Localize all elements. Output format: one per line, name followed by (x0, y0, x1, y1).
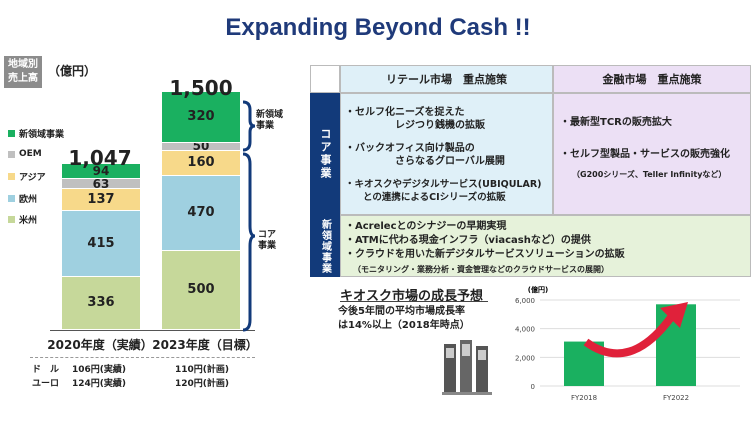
retail-item-3: ・キオスクやデジタルサービス(UBIQULAR) との連携によるCIシリーズの拡販 (345, 178, 542, 204)
kiosk-screen (462, 344, 470, 356)
bar-segment: 50 (162, 139, 240, 153)
header-retail: リテール市場 重点施策 (340, 65, 553, 93)
legend-label: 欧州 (19, 195, 38, 205)
kiosk-x-tick: FY2022 (663, 394, 689, 402)
brace-label-core: コア事業 (258, 230, 276, 252)
new-item-3: ・クラウドを用いた新デジタルサービスソリューションの拡販 (345, 249, 625, 260)
legend-new: 新領域事業 (8, 127, 64, 140)
row-new-label: 新領域事業 (310, 215, 340, 277)
fx-euro-2020: 124円(実績) (72, 379, 127, 389)
retail-item-1: ・セルフ化ニーズを捉えたレジつり銭機の拡販 (345, 106, 485, 132)
finance-item-2: ・セルフ型製品・サービスの販売強化 (560, 149, 730, 160)
new-item-2: ・ATMに代わる現金インフラ（viacashなど）の提供 (345, 235, 591, 246)
unit-label: （億円） (48, 64, 97, 78)
header-finance: 金融市場 重点施策 (553, 65, 751, 93)
finance-cell: ・最新型TCRの販売拡大 ・セルフ型製品・サービスの販売強化 （G200シリーズ… (553, 93, 751, 215)
kiosk-title: キオスク市場の成長予想 (340, 289, 484, 304)
badge-line-2: 売上高 (8, 73, 38, 84)
bar-segment: 63 (62, 177, 140, 191)
new-business-cell: ・Acrelecとのシナジーの早期実現 ・ATMに代わる現金インフラ（viaca… (340, 215, 751, 277)
strategy-table: リテール市場 重点施策 金融市場 重点施策 コア事業 ・セルフ化ニーズを捉えたレ… (310, 65, 751, 277)
kiosk-description: 今後5年間の平均市場成長率は14%以上（2018年時点） (338, 305, 470, 333)
kiosk-title-underline (340, 301, 488, 302)
kiosk-screen (446, 348, 454, 358)
bar-segment: 320 (162, 91, 240, 143)
fx-euro-2023: 120円(計画) (175, 379, 230, 389)
legend-label: OEM (19, 149, 42, 159)
fx-euro-label: ユーロ (32, 379, 60, 389)
legend-swatch (8, 216, 15, 223)
kiosk-desc-line1: 今後5年間の平均市場成長率 (338, 306, 465, 317)
retail-cell: ・セルフ化ニーズを捉えたレジつり銭機の拡販 ・バックオフィス向け製品のさらなるグ… (340, 93, 553, 215)
legend-swatch (8, 173, 15, 180)
kiosk-y-unit: (億円) (528, 285, 548, 294)
fx-dollar-2023: 110円(計画) (175, 365, 230, 375)
category-2020: 2020年度（実績） (47, 338, 153, 352)
legend-americas: 米州 (8, 213, 37, 226)
brace-label-new: 新領域事業 (256, 110, 283, 132)
legend-swatch (8, 150, 15, 158)
kiosk-base (442, 392, 492, 395)
legend-label: 米州 (19, 216, 38, 226)
bar-segment: 137 (62, 189, 140, 211)
bar-segment: 160 (162, 150, 240, 177)
legend-label: 新領域事業 (19, 130, 65, 140)
badge-line-1: 地域別 (8, 59, 38, 70)
new-business-brace (242, 100, 256, 152)
new-item-1: ・Acrelecとのシナジーの早期実現 (345, 221, 507, 232)
fx-divider (30, 357, 255, 358)
bar-segment: 94 (62, 164, 140, 180)
finance-item-2-note: （G200シリーズ、Teller Infinityなど） (572, 170, 727, 179)
legend-label: アジア (19, 173, 46, 183)
kiosk-screen (478, 350, 486, 360)
legend-europe: 欧州 (8, 192, 37, 205)
kiosk-y-tick: 6,000 (515, 297, 535, 305)
table-corner (310, 65, 340, 93)
growth-arrow-head (660, 302, 688, 328)
fx-dollar-2020: 106円(実績) (72, 365, 127, 375)
region-sales-badge: 地域別 売上高 (4, 56, 42, 88)
kiosk-y-tick: 2,000 (515, 354, 535, 362)
brace-core-line1: コア (258, 230, 277, 240)
total-2023: 1,500 (169, 76, 233, 100)
fx-dollar-label: ド ル (32, 365, 60, 375)
retail-item-2: ・バックオフィス向け製品のさらなるグローバル展開 (345, 142, 505, 168)
kiosk-machines-illustration (442, 340, 492, 395)
retail-item-1-line2: レジつり銭機の拡販 (395, 120, 485, 131)
legend-oem: OEM (8, 149, 42, 159)
new-item-3-note: （モニタリング・業務分析・資金管理などのクラウドサービスの展開） (353, 265, 609, 274)
brace-new-line1: 新領域 (256, 110, 284, 120)
bar-segment: 470 (162, 176, 240, 251)
core-business-brace (242, 152, 256, 332)
retail-item-3-line2: との連携によるCIシリーズの拡販 (363, 192, 506, 203)
finance-item-1: ・最新型TCRの販売拡大 (560, 117, 672, 128)
kiosk-y-tick: 0 (531, 383, 535, 391)
brace-graphics (242, 100, 256, 332)
category-2023: 2023年度（目標） (152, 338, 258, 352)
total-2020: 1,047 (68, 146, 132, 170)
growth-arrow-shaft (583, 313, 676, 358)
baseline (50, 330, 255, 331)
brace-new-line2: 事業 (256, 121, 275, 131)
kiosk-x-tick: FY2018 (571, 394, 597, 402)
legend-swatch (8, 130, 15, 137)
legend-asia: アジア (8, 170, 46, 183)
bar-segment: 415 (62, 210, 140, 277)
bar-segment: 336 (62, 276, 140, 330)
brace-core-line2: 事業 (258, 241, 277, 251)
retail-item-1-line1: ・セルフ化ニーズを捉えた (345, 107, 465, 118)
kiosk-y-tick: 4,000 (515, 326, 535, 334)
legend-swatch (8, 195, 15, 202)
page-title: Expanding Beyond Cash !! (225, 14, 531, 41)
retail-item-2-line2: さらなるグローバル展開 (395, 156, 505, 167)
row-core-label: コア事業 (310, 93, 340, 215)
retail-item-2-line1: ・バックオフィス向け製品の (345, 143, 475, 154)
retail-item-3-line1: ・キオスクやデジタルサービス(UBIQULAR) (345, 179, 542, 190)
bar-segment: 500 (162, 250, 240, 330)
kiosk-desc-line2: は14%以上（2018年時点） (338, 320, 470, 331)
